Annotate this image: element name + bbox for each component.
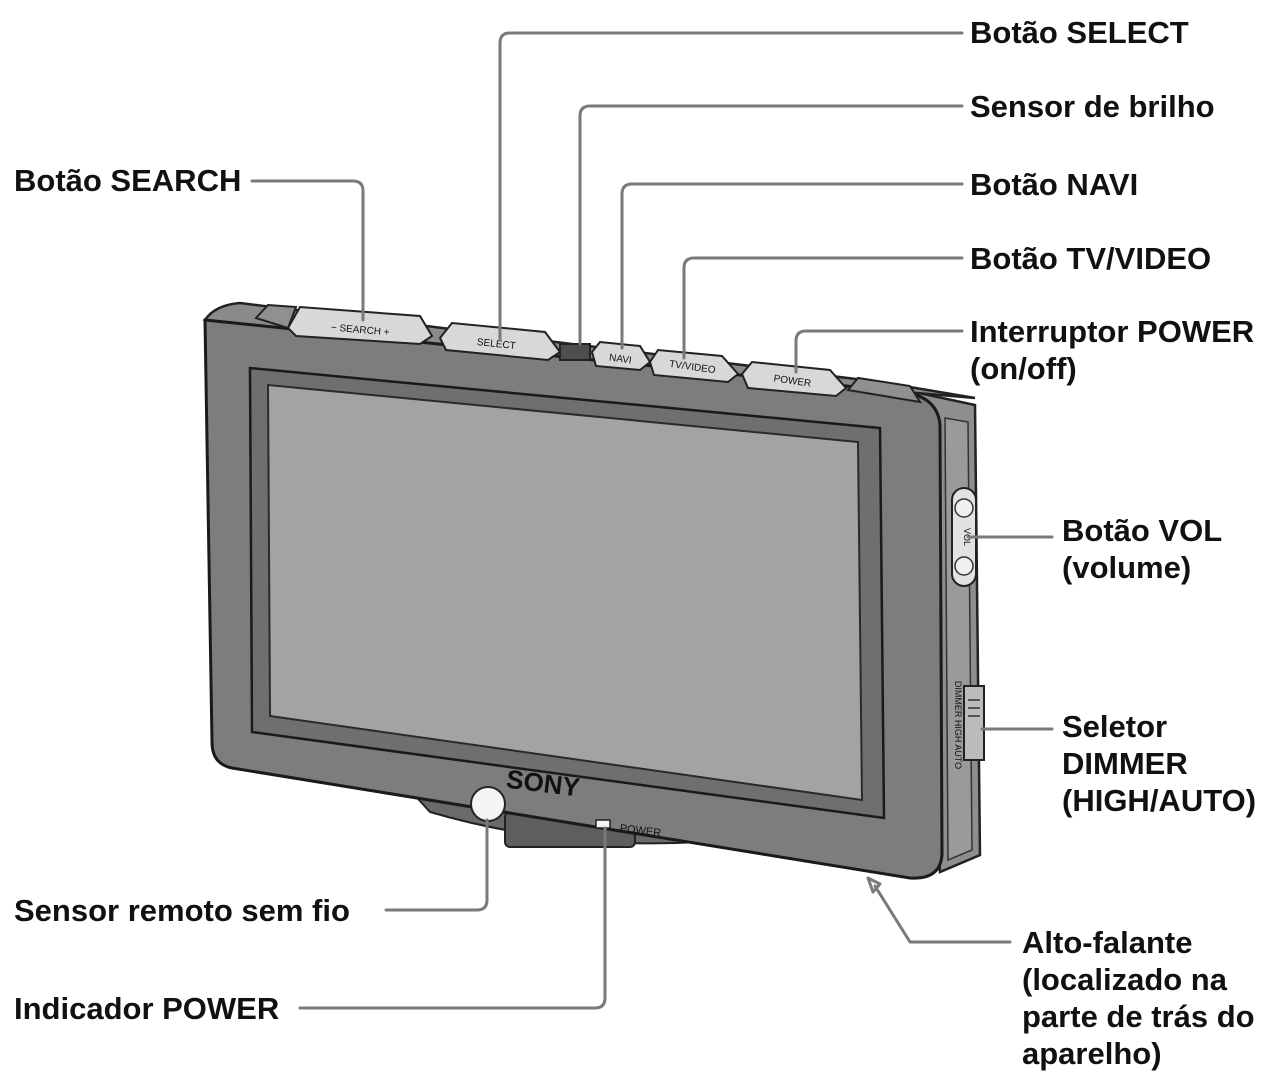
display-screen — [266, 383, 864, 802]
label-power-switch-line-2: (on/off) — [970, 351, 1077, 386]
dimmer-selector[interactable] — [963, 685, 985, 761]
label-speaker-line-4: aparelho) — [1022, 1036, 1162, 1071]
label-speaker-line-2: (localizado na — [1022, 962, 1227, 997]
label-search-button: Botão SEARCH — [14, 162, 241, 199]
leader-power-indicator — [298, 826, 607, 1010]
label-tv-video-button: Botão TV/VIDEO — [970, 240, 1211, 277]
leader-remote-sensor — [384, 818, 489, 912]
label-search-text: Botão SEARCH — [14, 163, 242, 198]
leader-brightness — [578, 104, 964, 346]
device-side-edge — [944, 417, 973, 862]
power-switch[interactable] — [740, 360, 848, 398]
label-power-indicator-text: Indicador POWER — [14, 991, 280, 1026]
brightness-sensor — [559, 343, 591, 361]
label-power-switch-line-1: Interruptor POWER — [970, 314, 1255, 349]
power-indicator-led — [595, 819, 611, 829]
leader-power-switch — [794, 329, 964, 374]
label-select-button: Botão SELECT — [970, 14, 1189, 51]
leader-speaker — [873, 884, 1012, 944]
navi-button-text: NAVI — [608, 353, 632, 367]
select-button-text: SELECT — [476, 337, 516, 352]
label-vol-button: Botão VOL (volume) — [1062, 512, 1222, 586]
label-speaker-line-1: Alto-falante — [1022, 925, 1193, 960]
label-tv-video-text: Botão TV/VIDEO — [970, 241, 1212, 276]
label-vol-line-1: Botão VOL — [1062, 513, 1223, 548]
leader-navi — [620, 182, 964, 350]
search-button-text: − SEARCH + — [330, 322, 390, 338]
label-remote-sensor: Sensor remoto sem fio — [14, 892, 350, 929]
remote-sensor-window — [470, 786, 506, 822]
label-dimmer-line-3: (HIGH/AUTO) — [1062, 783, 1257, 818]
label-select-text: Botão SELECT — [970, 15, 1189, 50]
label-dimmer-line-2: DIMMER — [1062, 746, 1188, 781]
label-power-indicator: Indicador POWER — [14, 990, 279, 1027]
label-vol-line-2: (volume) — [1062, 550, 1192, 585]
label-dimmer-line-1: Seletor — [1062, 709, 1168, 744]
label-brightness-text: Sensor de brilho — [970, 89, 1215, 124]
label-remote-sensor-text: Sensor remoto sem fio — [14, 893, 350, 928]
top-left-cap — [254, 303, 298, 330]
label-power-switch: Interruptor POWER (on/off) — [970, 313, 1254, 387]
power-switch-text: POWER — [773, 373, 812, 389]
search-button[interactable] — [286, 305, 434, 346]
leader-tv-video — [682, 256, 964, 360]
tv-video-button[interactable] — [648, 348, 740, 384]
label-navi-text: Botão NAVI — [970, 167, 1139, 202]
leader-search — [250, 179, 365, 322]
top-right-cap — [846, 376, 923, 404]
leader-lines — [250, 31, 1054, 1010]
power-led-text: POWER — [619, 823, 662, 840]
vol-down-knob[interactable] — [954, 556, 974, 576]
label-brightness-sensor: Sensor de brilho — [970, 88, 1215, 125]
label-speaker: Alto-falante (localizado na parte de trá… — [1022, 924, 1255, 1072]
dimmer-text: DIMMER HIGH AUTO — [953, 681, 963, 769]
label-navi-button: Botão NAVI — [970, 166, 1138, 203]
vol-up-knob[interactable] — [954, 498, 974, 518]
leader-select — [498, 31, 964, 342]
leader-speaker-arrowhead — [866, 876, 882, 894]
label-dimmer-selector: Seletor DIMMER (HIGH/AUTO) — [1062, 708, 1256, 819]
label-speaker-line-3: parte de trás do — [1022, 999, 1255, 1034]
